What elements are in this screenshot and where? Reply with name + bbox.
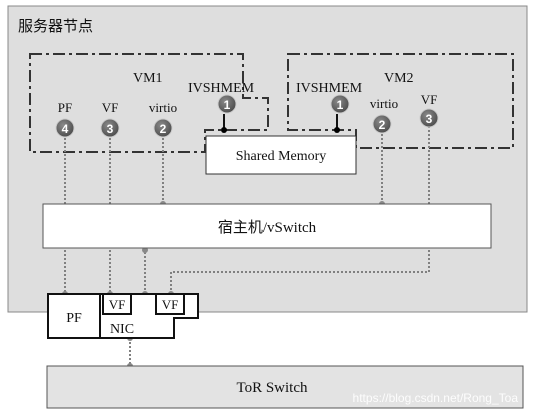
svg-text:2: 2 (379, 118, 386, 132)
nic-vf2-label: VF (162, 297, 179, 312)
svg-text:2: 2 (160, 122, 167, 136)
shared-memory-label: Shared Memory (236, 149, 327, 164)
vm2-ivshmem-badge: 1 (330, 94, 350, 114)
tor-switch-box (46, 365, 524, 409)
vswitch-label: 宿主机/vSwitch (218, 219, 317, 236)
nic-vf1-box (102, 293, 132, 315)
server-node-title: 服务器节点 (18, 18, 93, 35)
nic-pf-label: PF (66, 311, 82, 326)
vm2-vf-badge: 3 (419, 108, 439, 128)
svg-text:4: 4 (62, 122, 69, 136)
vm1-boundary (29, 53, 269, 153)
vm1-virtio-label: virtio (149, 100, 177, 115)
tor-switch-label: ToR Switch (236, 380, 308, 396)
vm1-pf-badge: 4 (55, 118, 75, 138)
svg-text:3: 3 (426, 112, 433, 126)
vm1-virtio-badge: 2 (153, 118, 173, 138)
vm1-ivshmem-badge: 1 (217, 94, 237, 114)
vm2-ivshmem-label: IVSHMEM (296, 81, 363, 96)
vm1-ivshmem-label: IVSHMEM (188, 81, 255, 96)
svg-text:1: 1 (337, 98, 344, 112)
nic-vf1-label: VF (109, 297, 126, 312)
vm2-ivshmem-dot (334, 127, 340, 133)
svg-text:3: 3 (107, 122, 114, 136)
vm2-virtio-badge: 2 (372, 114, 392, 134)
vm2-virtio-label: virtio (370, 96, 398, 111)
vm1-vf-badge: 3 (100, 118, 120, 138)
nic-label: NIC (110, 322, 134, 337)
vswitch-box (42, 203, 492, 249)
vm1-vf-label: VF (102, 100, 119, 115)
vm2-vf-label: VF (421, 92, 438, 107)
nic-vf2-box (155, 293, 185, 315)
vm1-ivshmem-dot (221, 127, 227, 133)
vm2-title: VM2 (384, 71, 414, 86)
watermark: https://blog.csdn.net/Rong_Toa (353, 391, 519, 405)
shared-memory-box (205, 135, 357, 175)
vm2-vf-connector (170, 126, 430, 294)
svg-text:1: 1 (224, 98, 231, 112)
vm1-title: VM1 (133, 71, 163, 86)
vm1-pf-label: PF (58, 100, 72, 115)
